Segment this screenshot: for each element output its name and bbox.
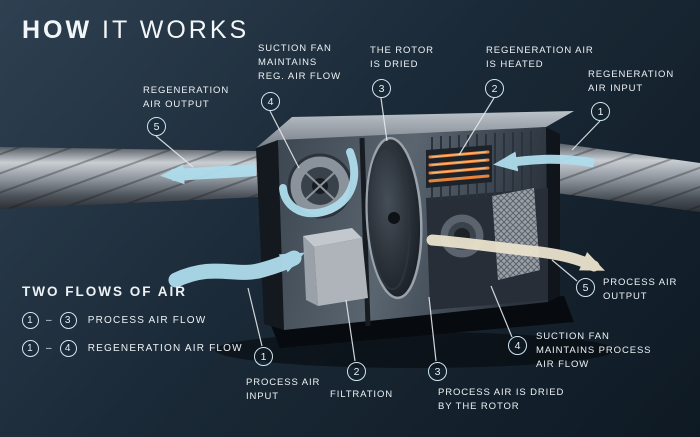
process-air-output-arrow xyxy=(426,234,605,272)
process-air-input-arrow xyxy=(168,250,305,288)
left-duct-icon xyxy=(0,147,258,209)
callout-label-regeneration-air-heated: REGENERATION AIR IS HEATED xyxy=(486,45,594,70)
right-duct-icon xyxy=(556,143,700,212)
legend-label-regeneration-air-flow: REGENERATION AIR FLOW xyxy=(87,343,243,354)
callout-label-rotor-dried: THE ROTOR IS DRIED xyxy=(370,45,434,70)
cabinet-left-wall xyxy=(256,140,284,330)
filter-panel-icon xyxy=(492,188,540,280)
rotor-icon xyxy=(365,136,423,300)
callout-number-regeneration-air-output: 5 xyxy=(147,117,166,136)
legend-circle-process-from: 1 xyxy=(22,312,39,329)
legend-title: TWO FLOWS OF AIR xyxy=(22,284,187,299)
legend: TWO FLOWS OF AIR 1 – 3 PROCESS AIR FLOW … xyxy=(22,284,243,368)
legend-circle-process-to: 3 xyxy=(59,312,77,329)
legend-circle-regen-from: 1 xyxy=(22,340,39,357)
cabinet-right-wall xyxy=(546,127,560,302)
callout-number-process-air-output: 5 xyxy=(576,278,595,297)
legend-circle-regen-to: 4 xyxy=(59,340,77,357)
regeneration-air-input-arrow xyxy=(493,151,595,172)
callout-number-process-air-input: 1 xyxy=(254,347,273,366)
machine-base xyxy=(268,296,574,348)
callout-label-process-air-output: PROCESS AIR OUTPUT xyxy=(603,277,678,302)
lower-filter-box xyxy=(303,228,368,306)
callout-label-process-air-dried: PROCESS AIR IS DRIED BY THE ROTOR xyxy=(438,387,565,412)
heater-coils-icon xyxy=(426,145,492,188)
callout-label-suction-fan-process: SUCTION FAN MAINTAINS PROCESS AIR FLOW xyxy=(536,331,652,370)
callout-label-filtration: FILTRATION xyxy=(330,389,394,400)
legend-row-process-air-flow: 1 – 3 PROCESS AIR FLOW xyxy=(22,312,243,329)
callout-number-suction-fan-reg: 4 xyxy=(261,92,280,111)
callout-number-process-air-dried: 3 xyxy=(428,362,447,381)
callout-number-regeneration-air-input: 1 xyxy=(591,102,610,121)
callout-number-regeneration-air-heated: 2 xyxy=(485,79,504,98)
callout-number-rotor-dried: 3 xyxy=(372,79,391,98)
callout-label-regeneration-air-output: REGENERATION AIR OUTPUT xyxy=(143,85,230,110)
legend-dash: – xyxy=(46,343,53,354)
legend-row-regeneration-air-flow: 1 – 4 REGENERATION AIR FLOW xyxy=(22,340,243,357)
callout-number-filtration: 2 xyxy=(347,362,366,381)
page-title: HOW IT WORKS xyxy=(22,16,249,45)
regeneration-fan-swirl-arrow xyxy=(279,148,359,218)
title-bold: HOW xyxy=(22,16,93,44)
regeneration-air-output-arrow xyxy=(160,164,257,185)
callout-label-regeneration-air-input: REGENERATION AIR INPUT xyxy=(588,69,675,94)
callout-label-process-air-input: PROCESS AIR INPUT xyxy=(246,377,321,402)
legend-label-process-air-flow: PROCESS AIR FLOW xyxy=(87,315,207,326)
callout-lines xyxy=(155,97,601,362)
callout-label-suction-fan-reg: SUCTION FAN MAINTAINS REG. AIR FLOW xyxy=(258,43,341,82)
callout-number-suction-fan-process: 4 xyxy=(508,336,527,355)
legend-dash: – xyxy=(46,315,53,326)
title-light: IT WORKS xyxy=(92,16,250,44)
